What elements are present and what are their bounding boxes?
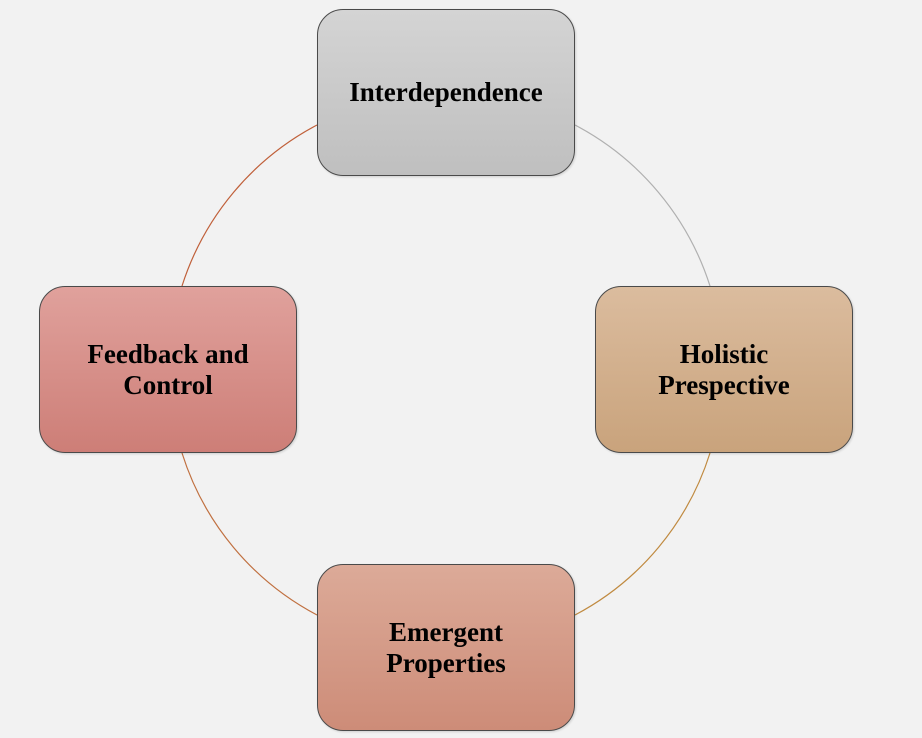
node-emergent-properties: Emergent Properties [317, 564, 575, 731]
arc-interdependence-to-holistic [574, 124, 711, 287]
node-label: Holistic Prespective [658, 338, 790, 400]
node-interdependence: Interdependence [317, 9, 575, 176]
arc-emergent-to-feedback [181, 452, 318, 616]
node-label: Emergent Properties [386, 616, 506, 678]
node-label: Feedback and Control [87, 338, 249, 400]
node-holistic-perspective: Holistic Prespective [595, 286, 853, 453]
arc-feedback-to-interdependence [181, 124, 318, 287]
node-feedback-and-control: Feedback and Control [39, 286, 297, 453]
arc-holistic-to-emergent [574, 452, 711, 616]
node-label: Interdependence [349, 77, 543, 107]
